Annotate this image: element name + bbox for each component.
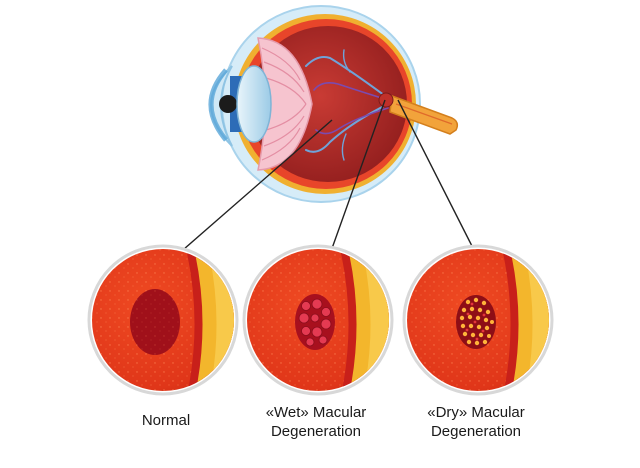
panel-normal: [87, 244, 239, 396]
macula-region: [378, 92, 394, 108]
lens: [236, 65, 272, 143]
caption-dry-macular-degeneration: «Dry» Macular Degeneration: [427, 404, 525, 440]
caption-wet-macular-degeneration: «Wet» Macular Degeneration: [265, 404, 367, 440]
leader-line-wet: [329, 99, 386, 255]
caption-normal: Normal: [141, 412, 191, 429]
leader-line-dry: [397, 99, 477, 255]
wet-lesion: [295, 294, 335, 350]
panel-wet: [242, 244, 394, 396]
optic-nerve: [389, 94, 459, 135]
leader-lines: [175, 99, 477, 257]
dry-drusen: [456, 295, 496, 349]
eye-cross-section: [208, 5, 459, 203]
leader-line-normal: [175, 119, 333, 257]
panel-dry: [402, 244, 554, 396]
retinal-vessels: [305, 49, 389, 161]
pupil: [219, 95, 237, 113]
